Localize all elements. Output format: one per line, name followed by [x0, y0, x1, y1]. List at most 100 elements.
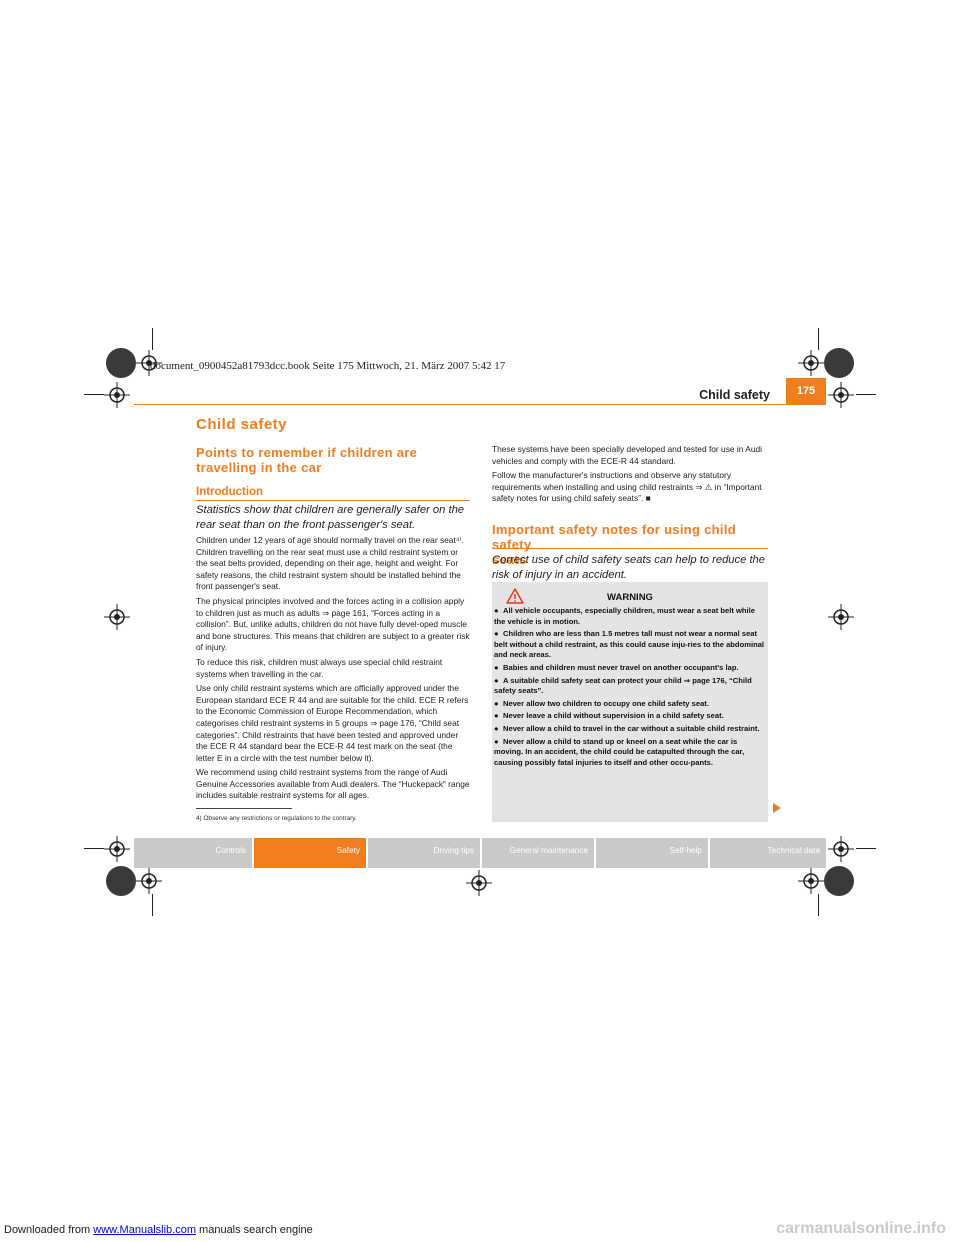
tab-label: Driving tips [433, 846, 475, 855]
right-body: These systems have been specially develo… [492, 444, 768, 508]
crop-line [818, 894, 819, 916]
section2-lead-line1: Correct use of child safety seats can he… [492, 554, 766, 566]
paragraph: These systems have been specially develo… [492, 444, 763, 466]
crop-line [818, 328, 819, 350]
tab-controls[interactable]: Controls [134, 838, 252, 868]
registration-dot [824, 348, 854, 378]
tab-self-help[interactable]: Self-help [596, 838, 708, 868]
tab-divider [366, 838, 368, 868]
crop-line [856, 848, 876, 849]
intro-lead: Statistics show that children are genera… [196, 503, 472, 532]
chapter-title: Child safety [196, 416, 288, 433]
download-banner: Downloaded from www.Manualslib.com manua… [4, 1224, 313, 1236]
registration-dot [106, 866, 136, 896]
crosshair-icon [466, 870, 492, 896]
header-rule [134, 404, 826, 405]
continue-arrow-icon[interactable] [772, 802, 782, 814]
warning-item: ●Children who are less than 1.5 metres t… [494, 629, 766, 661]
warning-text: Children who are less than 1.5 metres ta… [494, 629, 765, 660]
tab-safety[interactable]: Safety [254, 838, 366, 868]
tab-divider [594, 838, 596, 868]
tab-divider [480, 838, 482, 868]
subsection-title: Introduction [196, 486, 264, 498]
section2-rule [492, 548, 768, 549]
watermark: carmanualsonline.info [776, 1220, 946, 1237]
paragraph: Follow the manufacturer's instructions a… [492, 470, 762, 504]
section-title-line2: travelling in the car [196, 460, 322, 475]
subsection-rule [196, 500, 470, 501]
bullet-icon: ● [494, 723, 499, 733]
bullet-icon: ● [494, 711, 499, 721]
crosshair-icon [798, 350, 824, 376]
paragraph: The physical principles involved and the… [196, 595, 470, 653]
tab-label: Self-help [669, 846, 702, 855]
crosshair-icon [136, 868, 162, 894]
tab-divider [708, 838, 710, 868]
crosshair-icon [104, 604, 130, 630]
paragraph: We recommend using child restraint syste… [196, 767, 470, 801]
crop-line [152, 894, 153, 916]
warning-item: ● Never allow a child to travel in the ca… [494, 724, 766, 735]
warning-text: Babies and children must never travel on… [503, 662, 739, 672]
registration-dot [106, 348, 136, 378]
tab-label: Safety [336, 846, 360, 855]
section2-title-line2: seats [492, 552, 527, 567]
paragraph: Children under 12 years of age should no… [196, 535, 464, 592]
section2-lead: Correct use of child safety seats can he… [492, 553, 772, 582]
print-info: document_0900452a81793dcc.book Seite 175… [150, 360, 506, 372]
warning-text: Never allow two children to occupy one c… [503, 698, 709, 708]
warning-item: ●A suitable child safety seat can protec… [494, 676, 766, 697]
warning-triangle-icon [506, 588, 524, 604]
bullet-icon: ● [494, 736, 499, 746]
footnote-rule [196, 808, 292, 809]
section2-lead-line2: risk of injury in an accident. [492, 568, 627, 581]
crop-line [84, 848, 104, 849]
page-number-box: 175 [786, 378, 826, 404]
running-header-title: Child safety [699, 388, 770, 402]
warning-item: ● Babies and children must never travel o… [494, 663, 766, 674]
download-prefix: Downloaded from [4, 1224, 91, 1236]
warning-text: A suitable child safety seat can protect… [494, 675, 752, 696]
download-suffix: manuals search engine [199, 1224, 313, 1236]
tab-label: General maintenance [509, 846, 588, 855]
tab-general-maintenance[interactable]: General maintenance [482, 838, 594, 868]
warning-text: All vehicle occupants, especially childr… [494, 606, 755, 626]
crosshair-icon [104, 836, 130, 862]
left-body: Children under 12 years of age should no… [196, 535, 472, 805]
crosshair-icon [828, 382, 854, 408]
warning-box: WARNING ●All vehicle occupants, especial… [492, 582, 768, 822]
crosshair-icon [828, 604, 854, 630]
warning-text: Never allow a child to stand up or kneel… [494, 736, 745, 767]
paragraph: To reduce this risk, children must alway… [196, 656, 443, 679]
section-title: Points to remember if children are trave… [196, 445, 476, 475]
intro-lead-line2: rear seat than on the front passenger's … [196, 518, 416, 531]
bullet-icon: ● [494, 629, 499, 639]
bullet-icon: ● [494, 698, 499, 708]
manualslib-link[interactable]: www.Manualslib.com [93, 1224, 196, 1236]
crosshair-icon [828, 836, 854, 862]
crosshair-icon [104, 382, 130, 408]
crosshair-icon [136, 350, 162, 376]
paragraph: Use only child restraint systems which a… [196, 683, 469, 763]
tab-label: Controls [215, 846, 247, 855]
page-number: 175 [796, 385, 816, 397]
crosshair-icon [798, 868, 824, 894]
warning-title: WARNING [607, 592, 653, 603]
warning-list: ●All vehicle occupants, especially child… [494, 606, 766, 770]
intro-lead-line1: Statistics show that children are genera… [196, 504, 465, 516]
warning-text: Never leave a child without supervision … [503, 711, 724, 721]
tab-technical-data[interactable]: Technical data [710, 838, 826, 868]
bullet-icon: ● [494, 675, 499, 685]
warning-item: ● Never leave a child without supervision… [494, 711, 766, 722]
section-title-line1: Points to remember if children are [196, 445, 418, 460]
tab-divider [252, 838, 254, 868]
warning-text: Never allow a child to travel in the car… [503, 723, 760, 733]
crop-line [84, 394, 104, 395]
tab-label: Technical data [767, 846, 820, 855]
registration-dot [824, 866, 854, 896]
footnote: 4) Observe any restrictions or regulatio… [196, 815, 357, 822]
tab-driving-tips[interactable]: Driving tips [368, 838, 480, 868]
bullet-icon: ● [494, 606, 499, 615]
bullet-icon: ● [494, 662, 499, 672]
crop-line [152, 328, 153, 350]
